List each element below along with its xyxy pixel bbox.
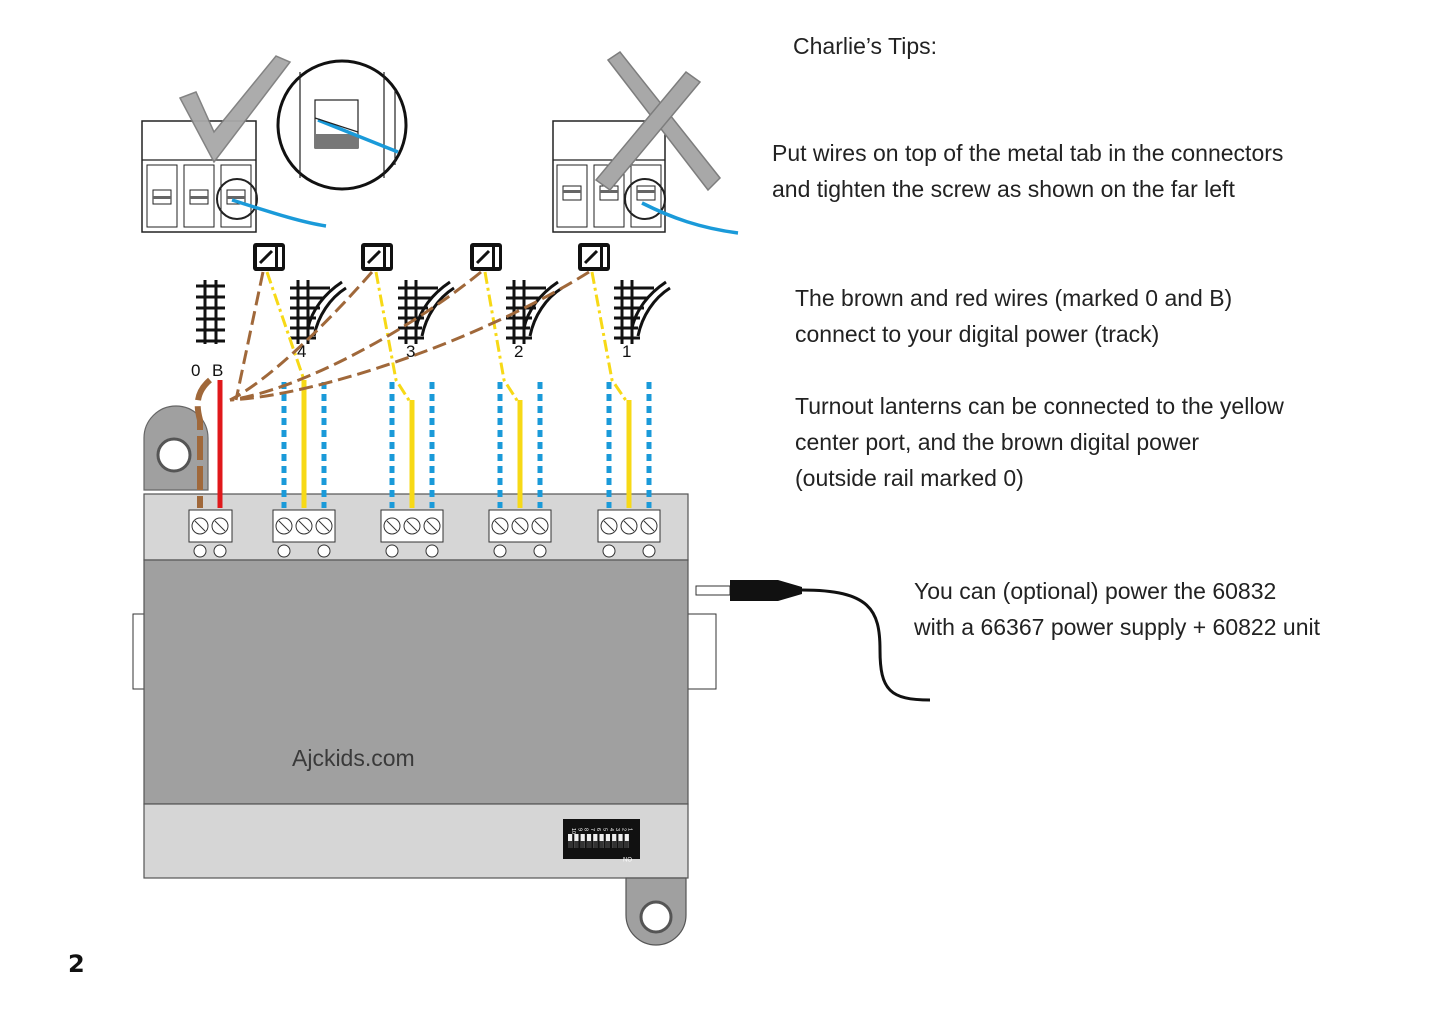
dip-switch-knob — [599, 841, 604, 848]
lantern-icon — [578, 243, 610, 271]
straight-track-icon — [196, 280, 225, 344]
dip-switch-knob — [605, 841, 610, 848]
decoder-unit — [132, 405, 717, 946]
dip-number-label: 6 — [595, 828, 601, 831]
dip-switch-knob — [574, 841, 579, 848]
dip-number-label: 5 — [602, 828, 608, 831]
lantern-icon — [361, 243, 393, 271]
magnifier-correct — [276, 59, 408, 191]
turnout-label-4: 4 — [297, 342, 306, 361]
lantern-icons — [253, 243, 610, 271]
dip-number-label: 9 — [576, 828, 582, 831]
track-terminal-block — [188, 509, 233, 558]
terminal-blocks — [188, 509, 661, 558]
dip-switch-knob — [580, 841, 585, 848]
tip-power-text: The brown and red wires (marked 0 and B)… — [795, 285, 1233, 347]
turnout-track-icon — [398, 280, 455, 344]
dip-number-label: 3 — [614, 828, 620, 831]
dip-number-label: 7 — [589, 828, 595, 831]
turnout-icons — [290, 280, 671, 344]
turnout-terminal-block — [272, 509, 336, 558]
turnout-label-3: 3 — [406, 342, 415, 361]
dip-switch-knob — [586, 841, 592, 848]
tip-lantern-text: Turnout lanterns can be connected to the… — [795, 393, 1284, 491]
blue-wires — [281, 382, 652, 508]
dip-number-label: 1 — [627, 828, 633, 831]
check-mark-icon — [178, 55, 292, 164]
turnout-terminal-block — [380, 509, 444, 558]
brand-text: Ajckids.com — [292, 745, 415, 771]
dip-switch-knob — [568, 841, 573, 848]
turnout-label-1: 1 — [622, 342, 631, 361]
turnout-track-icon — [614, 280, 671, 344]
page-number: 2 — [68, 950, 85, 978]
dip-number-label: 10 — [570, 828, 576, 834]
dip-switch-knob — [593, 841, 598, 848]
dip-on-label: ON — [623, 855, 632, 861]
dip-switch-knob — [618, 841, 623, 848]
turnout-track-icon — [506, 280, 563, 344]
turnout-terminal-block — [488, 509, 552, 558]
lantern-icon — [470, 243, 502, 271]
dip-number-label: 2 — [620, 828, 626, 831]
dip-number-label: 8 — [583, 828, 589, 831]
correct-connector-example — [141, 120, 327, 233]
turnout-label-2: 2 — [514, 342, 523, 361]
turnout-track-icon — [290, 280, 347, 344]
tips-title: Charlie’s Tips: — [793, 33, 938, 59]
brown-lantern-wires — [229, 270, 590, 402]
dip-number-label: 4 — [608, 828, 614, 831]
yellow-wires — [301, 380, 632, 508]
terminal-label-0: 0 — [191, 361, 200, 380]
power-cable — [695, 580, 931, 702]
lantern-icon — [253, 243, 285, 271]
yellow-lantern-wires — [265, 271, 631, 406]
dip-switch-knob — [624, 841, 629, 848]
track-power-wires — [194, 377, 223, 508]
cross-mark-icon — [594, 50, 722, 192]
tip-connector-text: Put wires on top of the metal tab in the… — [772, 140, 1284, 202]
turnout-terminal-block — [597, 509, 661, 558]
terminal-label-b: B — [212, 361, 223, 380]
tip-optional-power-text: You can (optional) power the 60832 with … — [914, 578, 1320, 640]
dip-switch-knob — [612, 841, 617, 848]
